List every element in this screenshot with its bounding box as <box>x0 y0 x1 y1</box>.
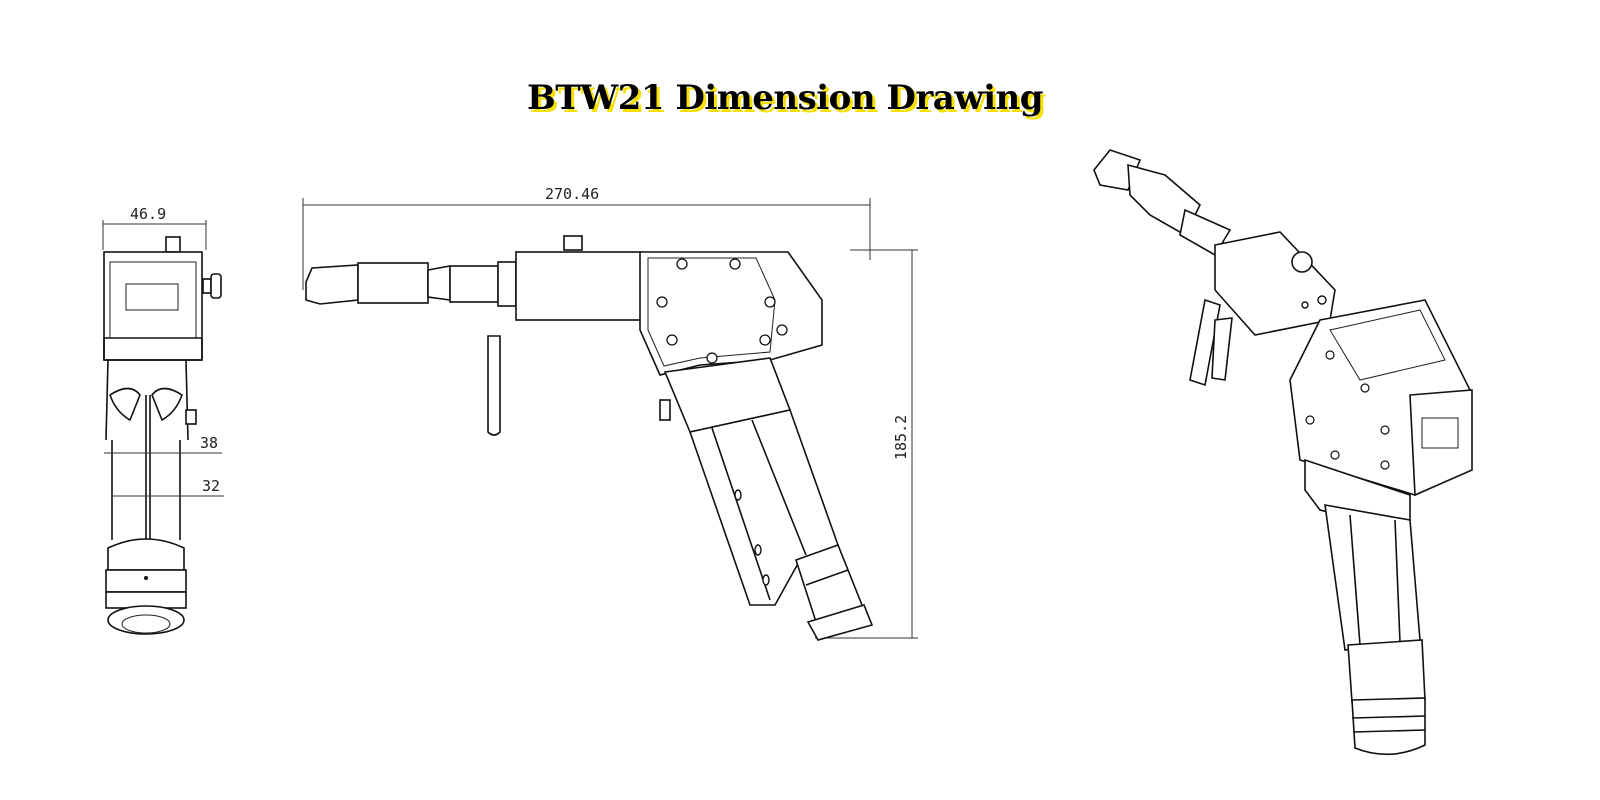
dimension-38-label: 38 <box>200 434 218 452</box>
width-dimension-label: 46.9 <box>130 205 166 223</box>
height-dimension-label: 185.2 <box>892 415 910 460</box>
length-dimension-label: 270.46 <box>545 185 599 203</box>
page-title: BTW21 Dimension Drawing <box>527 78 1044 118</box>
front-view: 46.9 38 32 <box>102 205 224 635</box>
dimension-32-label: 32 <box>202 477 220 495</box>
isometric-view <box>1093 149 1473 756</box>
side-view: 270.46 185.2 <box>302 185 918 641</box>
